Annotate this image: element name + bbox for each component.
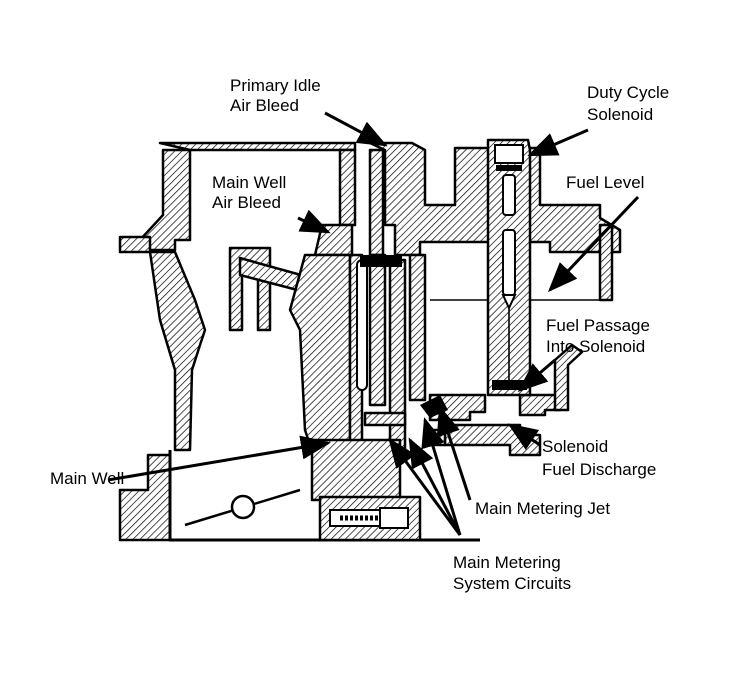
- air-horn-flange: [118, 235, 152, 254]
- solenoid-needle-tip: [501, 294, 517, 311]
- barrel-wall-left: [148, 250, 207, 452]
- solenoid-seal: [496, 165, 522, 171]
- bowl-wall-left: [408, 253, 427, 402]
- label-main-metering-jet: Main Metering Jet: [475, 499, 610, 518]
- main-well-base: [310, 438, 402, 502]
- leader-circuits-3: [421, 417, 462, 536]
- base-flange-left: [118, 453, 172, 542]
- air-horn-wall-inner: [338, 148, 357, 227]
- leader-main-metering-jet: [436, 405, 472, 501]
- solenoid-plunger-upper: [502, 174, 516, 216]
- idle-channel-wall: [388, 258, 407, 462]
- air-bleed-cap: [360, 255, 402, 267]
- bowl-wall-outer: [553, 343, 584, 412]
- leader-solenoid-fuel-discharge: [507, 423, 541, 450]
- discharge-channel: [443, 423, 542, 457]
- label-solenoid-fuel-discharge: Solenoid Fuel Discharge: [542, 437, 656, 479]
- main-well-assembly: [310, 253, 427, 502]
- idle-passage-wall: [368, 253, 387, 407]
- venturi-wall-right: [288, 253, 352, 447]
- label-duty-cycle-solenoid: Duty Cycle Solenoid: [587, 83, 674, 124]
- main-well-crossbar: [363, 411, 407, 427]
- throttle-plate: [230, 494, 256, 520]
- label-primary-idle-air-bleed: Primary Idle Air Bleed: [230, 76, 325, 115]
- callout-leaders: [107, 111, 640, 536]
- idle-tube-wall: [368, 148, 385, 257]
- solenoid-plunger-lower: [502, 229, 516, 296]
- leader-primary-idle-air-bleed: [324, 111, 388, 147]
- duty-cycle-solenoid: [486, 138, 532, 397]
- leader-fuel-level: [547, 195, 640, 293]
- leader-main-well: [107, 435, 331, 482]
- throttle-body: [118, 450, 480, 542]
- label-main-well-air-bleed: Main Well Air Bleed: [212, 173, 291, 212]
- leader-fuel-passage: [517, 358, 556, 392]
- bowl-wall-right: [598, 223, 614, 302]
- leader-duty-cycle-solenoid: [527, 128, 589, 157]
- leader-circuits-1: [388, 437, 462, 536]
- leader-main-well-air-bleed: [297, 209, 331, 234]
- main-well-tube: [356, 259, 368, 391]
- label-fuel-level: Fuel Level: [566, 173, 644, 192]
- solenoid-seat: [492, 380, 527, 390]
- venturi: [148, 246, 357, 452]
- idle-mixture-screw-head: [379, 507, 409, 529]
- leader-circuits-2: [408, 437, 462, 536]
- label-main-well: Main Well: [50, 469, 124, 488]
- solenoid-cap: [494, 144, 524, 164]
- air-horn-casting: [118, 141, 357, 254]
- label-fuel-passage-into-solenoid: Fuel Passage Into Solenoid: [546, 316, 655, 356]
- label-main-metering-system-circuits: Main Metering System Circuits: [453, 553, 571, 593]
